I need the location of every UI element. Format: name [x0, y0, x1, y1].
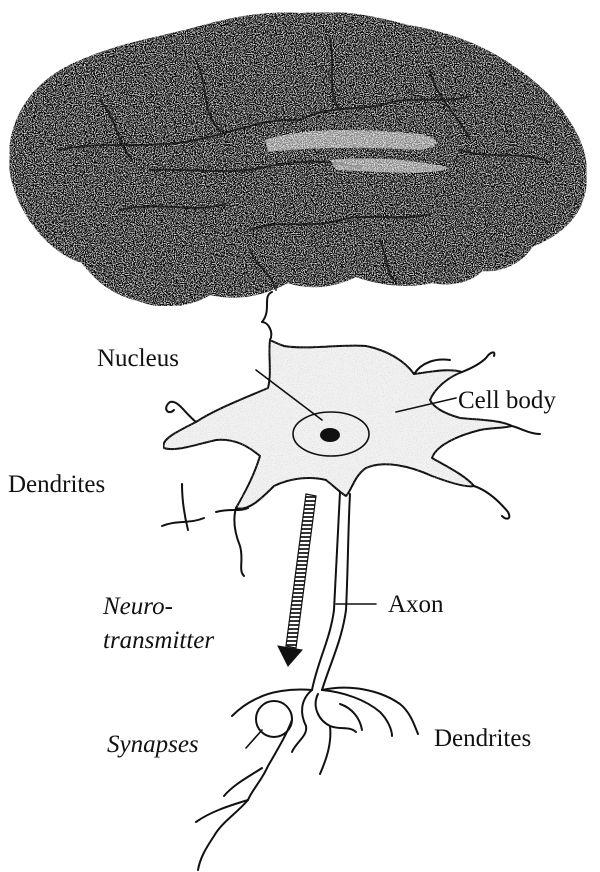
axon-shape — [312, 492, 350, 690]
terminal-dendrites — [196, 688, 418, 870]
label-nucleus: Nucleus — [97, 345, 179, 372]
neurotransmitter-arrow — [278, 494, 316, 666]
label-synapses: Synapses — [107, 731, 199, 758]
brain-illustration — [10, 13, 587, 306]
label-axon: Axon — [388, 591, 444, 618]
label-neurotransmitter-line2: transmitter — [103, 627, 214, 654]
cell-body — [163, 340, 512, 509]
label-neurotransmitter-line1: Neuro- — [102, 593, 173, 620]
label-cell-body: Cell body — [458, 387, 556, 414]
label-dendrites-left: Dendrites — [8, 471, 105, 498]
label-dendrites-right: Dendrites — [434, 725, 531, 752]
